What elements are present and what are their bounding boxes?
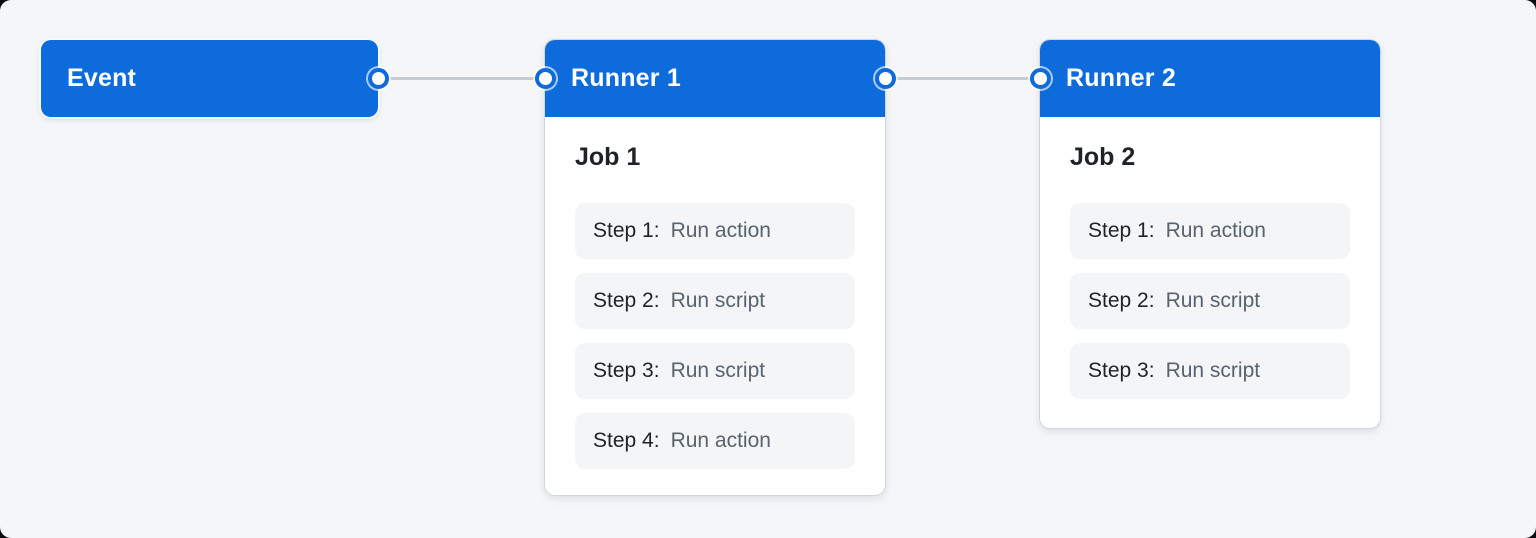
runner1-header: Runner 1 (545, 40, 885, 117)
connector-line-runner1-runner2 (885, 77, 1040, 80)
step-row: Step 4: Run action (575, 413, 855, 469)
step-action: Run action (670, 219, 771, 242)
connector-port-event-right (367, 68, 389, 89)
connector-port-runner1-right (874, 68, 896, 89)
runner1-title: Runner 1 (571, 64, 681, 92)
step-action: Run script (670, 289, 766, 312)
step-action: Run script (1165, 359, 1261, 382)
connector-line-event-runner1 (378, 77, 545, 80)
step-action: Run script (670, 359, 766, 382)
step-row: Step 3: Run script (575, 343, 855, 399)
job2-steps: Step 1: Run action Step 2: Run script St… (1070, 203, 1350, 399)
runner2-body: Job 2 Step 1: Run action Step 2: Run scr… (1040, 143, 1380, 399)
step-row: Step 2: Run script (1070, 273, 1350, 329)
event-node: Event (41, 40, 378, 117)
step-label: Step 3: (1088, 359, 1155, 382)
connector-port-runner2-left (1029, 68, 1051, 89)
job1-title: Job 1 (575, 143, 641, 171)
step-action: Run action (670, 429, 771, 452)
step-label: Step 1: (593, 219, 660, 242)
event-node-label: Event (67, 64, 137, 92)
step-label: Step 2: (1088, 289, 1155, 312)
step-label: Step 3: (593, 359, 660, 382)
step-row: Step 1: Run action (1070, 203, 1350, 259)
step-row: Step 1: Run action (575, 203, 855, 259)
step-action: Run action (1165, 219, 1266, 242)
job1-steps: Step 1: Run action Step 2: Run script St… (575, 203, 855, 469)
runner1-body: Job 1 Step 1: Run action Step 2: Run scr… (545, 143, 885, 469)
step-row: Step 2: Run script (575, 273, 855, 329)
step-action: Run script (1165, 289, 1261, 312)
runner2-header: Runner 2 (1040, 40, 1380, 117)
runner2-card: Runner 2 Job 2 Step 1: Run action Step 2… (1040, 40, 1380, 428)
step-row: Step 3: Run script (1070, 343, 1350, 399)
job2-title: Job 2 (1070, 143, 1136, 171)
step-label: Step 4: (593, 429, 660, 452)
connector-port-runner1-left (534, 68, 556, 89)
runner1-card: Runner 1 Job 1 Step 1: Run action Step 2… (545, 40, 885, 495)
step-label: Step 1: (1088, 219, 1155, 242)
runner2-title: Runner 2 (1066, 64, 1176, 92)
step-label: Step 2: (593, 289, 660, 312)
